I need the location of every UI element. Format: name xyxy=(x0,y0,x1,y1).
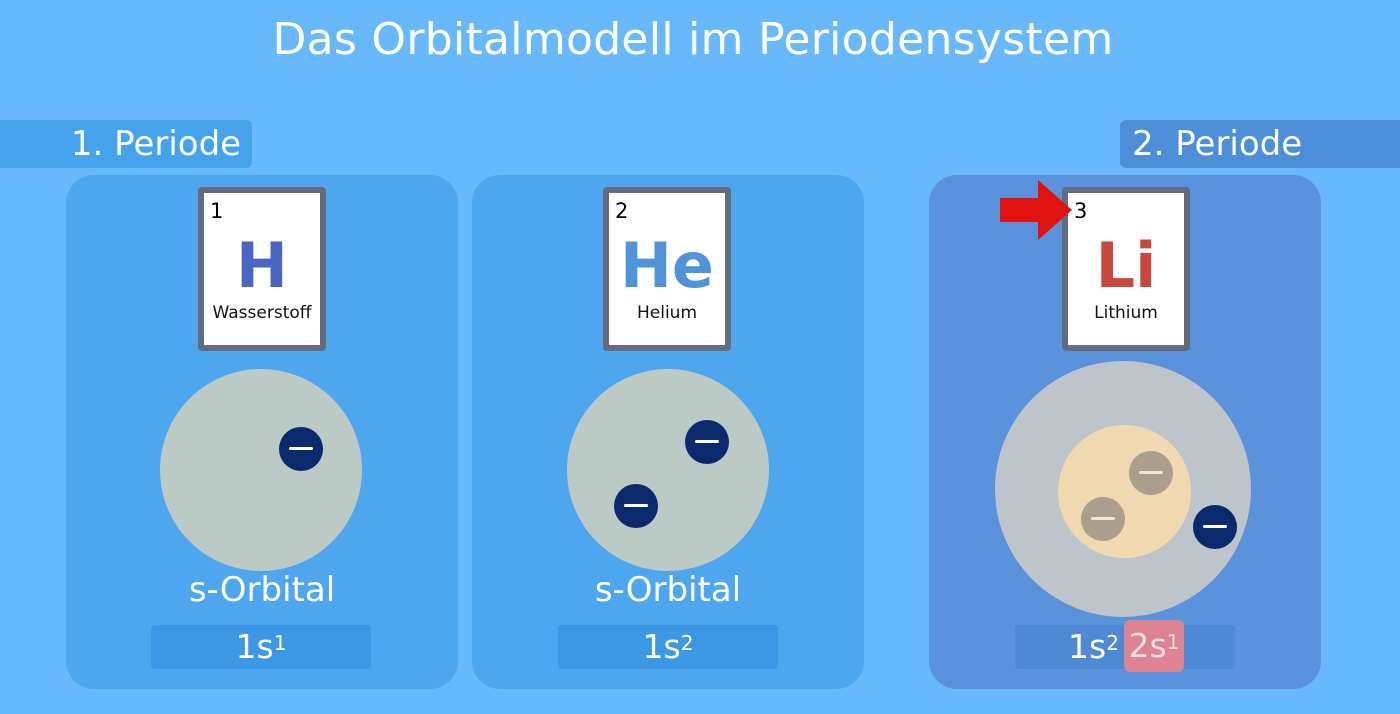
electron-icon xyxy=(685,420,729,464)
page-title: Das Orbitalmodell im Periodensystem xyxy=(272,14,1114,65)
config-exponent: 2 xyxy=(680,631,694,655)
period-2-label: 2. Periode xyxy=(1120,120,1400,168)
orbital-label: s-Orbital xyxy=(188,570,336,610)
electron-config-box: 1s1 xyxy=(151,625,371,669)
element-symbol: He xyxy=(620,229,714,302)
config2-base: 2s xyxy=(1128,626,1167,665)
1s-orbital-shell xyxy=(1058,425,1191,558)
s-orbital-shell xyxy=(567,369,769,571)
element-name: Wasserstoff xyxy=(212,303,312,323)
electron-icon xyxy=(279,427,323,471)
element-symbol: H xyxy=(236,229,288,302)
element-name: Lithium xyxy=(1094,303,1158,323)
electron-config: 1s1 xyxy=(151,625,371,669)
element-name: Helium xyxy=(636,303,698,323)
electron-icon xyxy=(1129,451,1173,495)
orbital-label: s-Orbital xyxy=(594,570,742,610)
period-2-text: 2. Periode xyxy=(1132,124,1303,164)
config-1s: 1s2 xyxy=(1068,625,1119,669)
config-base: 1s xyxy=(1068,627,1107,666)
config2-exponent: 1 xyxy=(1166,630,1180,654)
atomic-number: 1 xyxy=(210,199,224,223)
highlight-2s: 2s1 xyxy=(1124,620,1184,672)
config-2s: 2s1 xyxy=(1124,620,1184,672)
period-1-label: 1. Periode xyxy=(0,120,252,168)
element-tile-lithium: 3 Li Lithium xyxy=(1062,187,1190,351)
element-tile-helium: 2 He Helium xyxy=(603,187,731,351)
config-exponent: 2 xyxy=(1106,631,1119,655)
electron-config: 1s2 xyxy=(558,625,778,669)
electron-icon xyxy=(614,484,658,528)
config-base: 1s xyxy=(642,627,681,666)
right-arrow-icon xyxy=(1000,180,1072,240)
s-orbital-shell xyxy=(160,369,362,571)
atomic-number: 2 xyxy=(615,199,629,223)
electron-icon xyxy=(1193,505,1237,549)
config-base: 1s xyxy=(235,627,274,666)
config-exponent: 1 xyxy=(273,631,287,655)
electron-config: 1s2 xyxy=(1068,625,1119,669)
element-tile-hydrogen: 1 H Wasserstoff xyxy=(198,187,326,351)
element-symbol: Li xyxy=(1095,229,1157,302)
atomic-number: 3 xyxy=(1074,199,1088,223)
electron-config-box: 1s2 xyxy=(558,625,778,669)
electron-icon xyxy=(1081,497,1125,541)
period-1-text: 1. Periode xyxy=(70,124,242,164)
